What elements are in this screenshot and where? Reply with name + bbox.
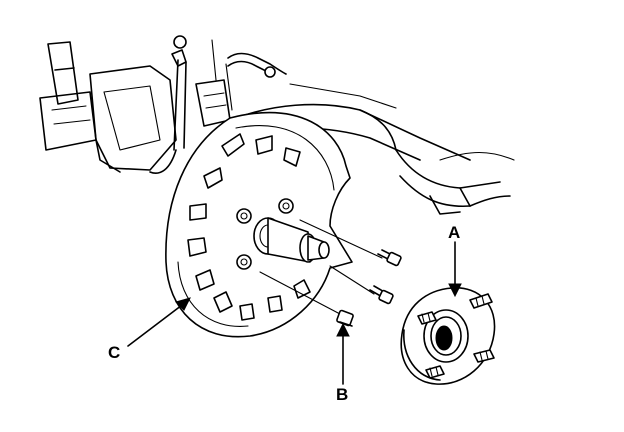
callout-label-a: A [448,223,460,242]
callout-label-c: C [108,343,120,362]
callout-leaders [127,241,462,385]
spindle-shaft [253,217,330,263]
hub-wheel-studs [417,293,495,379]
splash-shield [165,111,353,338]
callout-label-b: B [336,385,348,404]
mounting-bolts [259,219,402,327]
wheel-hub [400,287,496,385]
suspension-knuckle-assembly [39,35,515,215]
shield-vent-slots [187,133,311,321]
